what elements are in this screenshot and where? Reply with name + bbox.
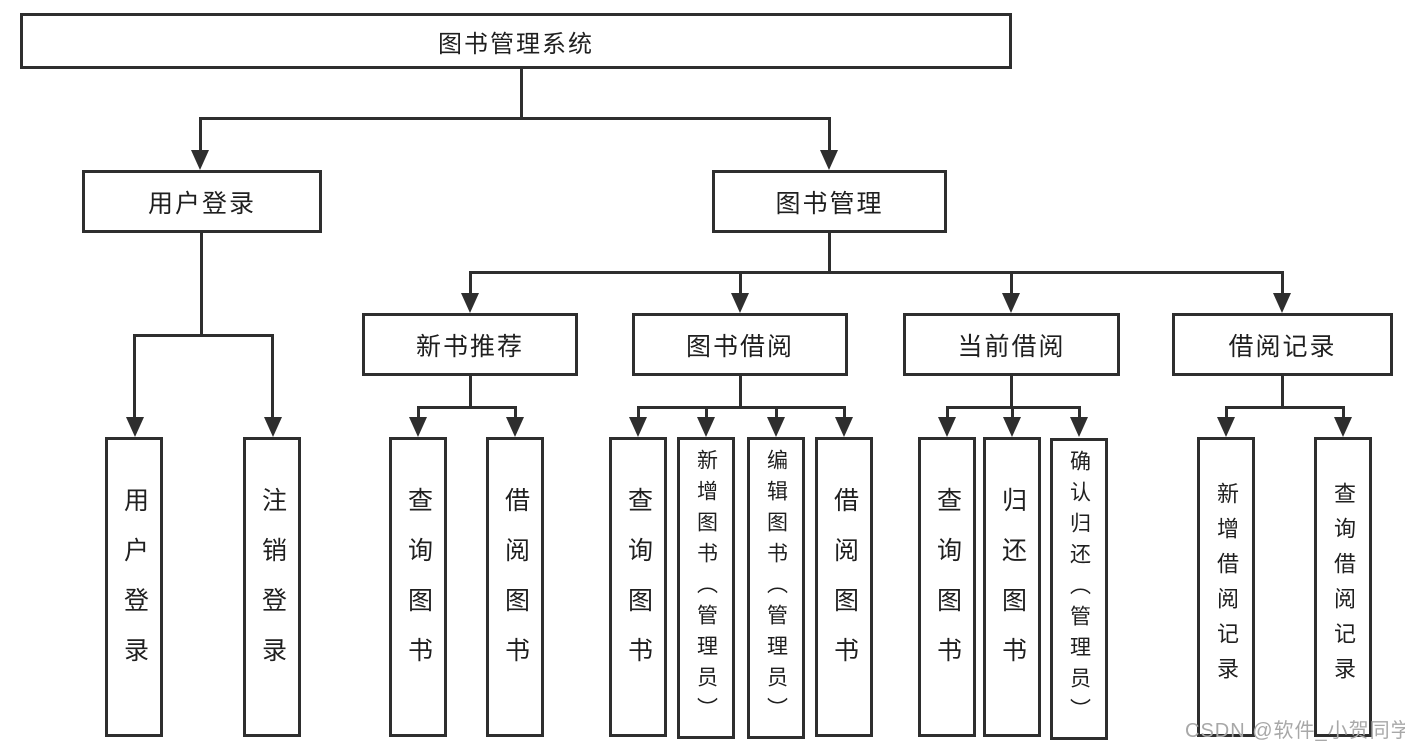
connector-root-drop-right [828,117,831,153]
arrow-to-book-mgmt [820,150,838,170]
arrow-to-query-book-rec [409,417,427,437]
node-leaf-query-book-current-label: 查询图书 [933,487,962,687]
node-leaf-query-borrow-record-label: 查询借阅记录 [1331,482,1356,692]
node-leaf-return-book-label: 归还图书 [998,487,1027,687]
node-leaf-borrow-book-label: 借阅图书 [830,487,859,687]
node-leaf-logout-label: 注销登录 [258,487,287,687]
node-leaf-user-login: 用户登录 [105,437,163,737]
connector-userlogin-bar [133,334,274,337]
arrow-to-query-book-current [938,417,956,437]
connector-newbookrec-drop-1 [417,406,420,421]
node-leaf-query-book-current: 查询图书 [918,437,976,737]
arrow-to-current-borrow [1002,293,1020,313]
connector-borrowrecords-drop-2 [1342,406,1345,421]
arrow-to-query-borrow-record [1334,417,1352,437]
node-leaf-query-book-rec: 查询图书 [389,437,447,737]
arrow-to-query-book-borrow [629,417,647,437]
arrow-to-borrow-book [835,417,853,437]
connector-bookmgmt-drop-3 [1010,271,1013,297]
connector-bookmgmt-stem [828,233,831,274]
connector-bookborrow-bar [637,406,846,409]
connector-newbookrec-stem [469,376,472,409]
node-leaf-confirm-return-label: 确认归还（管理员） [1067,449,1091,729]
node-leaf-query-book-rec-label: 查询图书 [404,487,433,687]
connector-userlogin-drop-1 [133,334,136,421]
connector-userlogin-drop-2 [271,334,274,421]
connector-borrowrecords-drop-1 [1225,406,1228,421]
node-current-borrow: 当前借阅 [903,313,1120,376]
node-borrow-records-label: 借阅记录 [1228,332,1337,361]
arrow-to-return-book [1003,417,1021,437]
node-leaf-edit-book-label: 编辑图书（管理员） [764,448,788,728]
node-leaf-borrow-book: 借阅图书 [815,437,873,737]
connector-root-stem [520,67,523,120]
arrow-to-confirm-return [1070,417,1088,437]
arrow-to-borrow-records [1273,293,1291,313]
node-user-login-label: 用户登录 [147,189,256,218]
connector-bookborrow-drop-4 [843,406,846,421]
connector-bookmgmt-drop-1 [469,271,472,297]
connector-bookborrow-drop-1 [637,406,640,421]
connector-bookmgmt-drop-2 [739,271,742,297]
node-leaf-add-book-label: 新增图书（管理员） [694,448,718,728]
node-leaf-edit-book: 编辑图书（管理员） [747,437,805,739]
connector-currentborrow-drop-1 [946,406,949,421]
node-leaf-borrow-book-rec: 借阅图书 [486,437,544,737]
arrow-to-book-borrow [731,293,749,313]
arrow-to-new-book-rec [461,293,479,313]
node-book-mgmt-label: 图书管理 [775,189,884,218]
node-new-book-rec: 新书推荐 [362,313,578,376]
connector-bookmgmt-drop-4 [1281,271,1284,297]
node-leaf-query-book-borrow-label: 查询图书 [624,487,653,687]
connector-bookmgmt-bar [469,271,1284,274]
connector-userlogin-stem [200,233,203,337]
arrow-to-edit-book [767,417,785,437]
arrow-to-user-login [191,150,209,170]
arrow-to-leaf-logout [264,417,282,437]
node-user-login: 用户登录 [82,170,322,233]
connector-borrowrecords-bar [1225,406,1345,409]
node-leaf-query-book-borrow: 查询图书 [609,437,667,737]
arrow-to-add-borrow-record [1217,417,1235,437]
node-root-label: 图书管理系统 [438,30,594,58]
connector-bookborrow-drop-3 [775,406,778,421]
node-book-mgmt: 图书管理 [712,170,947,233]
connector-bookborrow-stem [739,376,742,409]
arrow-to-add-book [697,417,715,437]
connector-borrowrecords-stem [1281,376,1284,409]
node-leaf-return-book: 归还图书 [983,437,1041,737]
csdn-watermark: CSDN @软件_小贺同学 [1185,720,1405,742]
arrow-to-leaf-user-login [126,417,144,437]
connector-newbookrec-bar [417,406,517,409]
connector-root-drop-left [199,117,202,153]
node-leaf-add-book: 新增图书（管理员） [677,437,735,739]
node-leaf-query-borrow-record: 查询借阅记录 [1314,437,1372,737]
node-book-borrow: 图书借阅 [632,313,848,376]
node-leaf-user-login-label: 用户登录 [120,487,149,687]
node-leaf-confirm-return: 确认归还（管理员） [1050,438,1108,740]
connector-root-bar [199,117,831,120]
node-new-book-rec-label: 新书推荐 [415,332,524,361]
connector-currentborrow-stem [1010,376,1013,409]
node-leaf-logout: 注销登录 [243,437,301,737]
arrow-to-borrow-book-rec [506,417,524,437]
connector-bookborrow-drop-2 [705,406,708,421]
connector-newbookrec-drop-2 [514,406,517,421]
node-book-borrow-label: 图书借阅 [685,332,794,361]
node-leaf-add-borrow-record-label: 新增借阅记录 [1214,482,1239,692]
connector-currentborrow-drop-3 [1078,406,1081,421]
node-root: 图书管理系统 [20,13,1012,69]
node-leaf-add-borrow-record: 新增借阅记录 [1197,437,1255,737]
node-current-borrow-label: 当前借阅 [957,332,1066,361]
connector-currentborrow-drop-2 [1011,406,1014,421]
node-leaf-borrow-book-rec-label: 借阅图书 [501,487,530,687]
node-borrow-records: 借阅记录 [1172,313,1393,376]
